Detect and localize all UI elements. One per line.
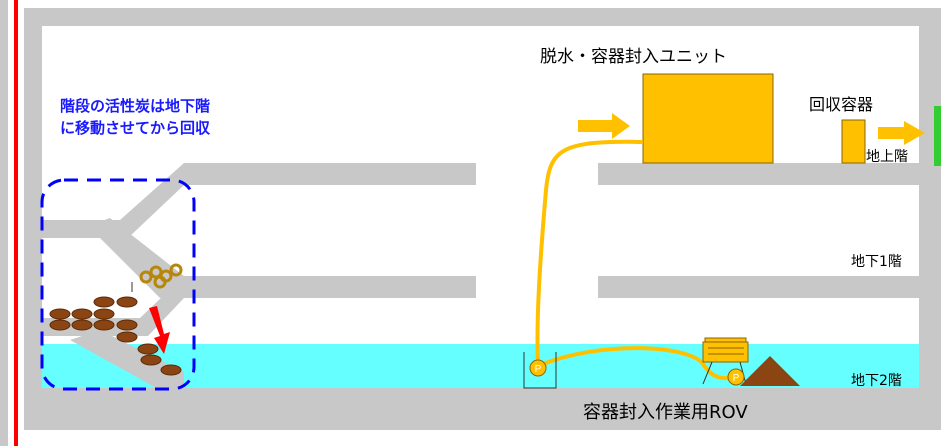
red-down-arrow [149, 306, 170, 354]
hose-to-rov [537, 346, 737, 381]
dewater-unit-box [642, 73, 774, 164]
left-red-line [14, 0, 18, 446]
b1-floor-label: 地下1階 [851, 254, 902, 270]
arrow-into-unit [578, 113, 630, 139]
left-wall [24, 8, 42, 430]
pump-left-icon [529, 359, 547, 377]
stairs-note-line2: に移動させてから回収 [60, 119, 211, 137]
pump-basin [523, 352, 557, 389]
ground-floor-slab-left [184, 163, 476, 185]
stairs-highlight-box [40, 178, 196, 391]
pump-rov-icon [727, 368, 745, 386]
ground-floor-slab-right [598, 163, 919, 185]
sandbag-stack [49, 296, 182, 376]
rov-vehicle [702, 337, 749, 385]
hose-to-unit [535, 139, 644, 367]
b2-floor-label: 地下2階 [851, 373, 902, 389]
stairs-note-line1: 階段の活性炭は地下階 [60, 97, 211, 115]
roof-wall [24, 8, 941, 26]
right-wall [919, 8, 941, 430]
right-green-bar [934, 106, 941, 166]
dewater-unit-label: 脱水・容器封入ユニット [540, 47, 727, 67]
pump-left-label: P [535, 364, 542, 375]
b1-floor-slab-right [598, 276, 919, 298]
recovery-container-label: 回収容器 [809, 95, 874, 114]
pump-rov-label: P [733, 373, 740, 384]
rov-label: 容器封入作業用ROV [583, 402, 748, 423]
recovery-container-box [841, 119, 866, 164]
b1-floor-slab-left [184, 276, 476, 298]
ground-floor-label: 地上階 [866, 149, 908, 165]
arrow-out-of-container [878, 121, 925, 145]
tangled-bag-icon [139, 263, 183, 289]
left-edge-strip [0, 0, 8, 446]
activated-carbon-pile [740, 356, 800, 386]
foundation-slab [24, 388, 941, 430]
